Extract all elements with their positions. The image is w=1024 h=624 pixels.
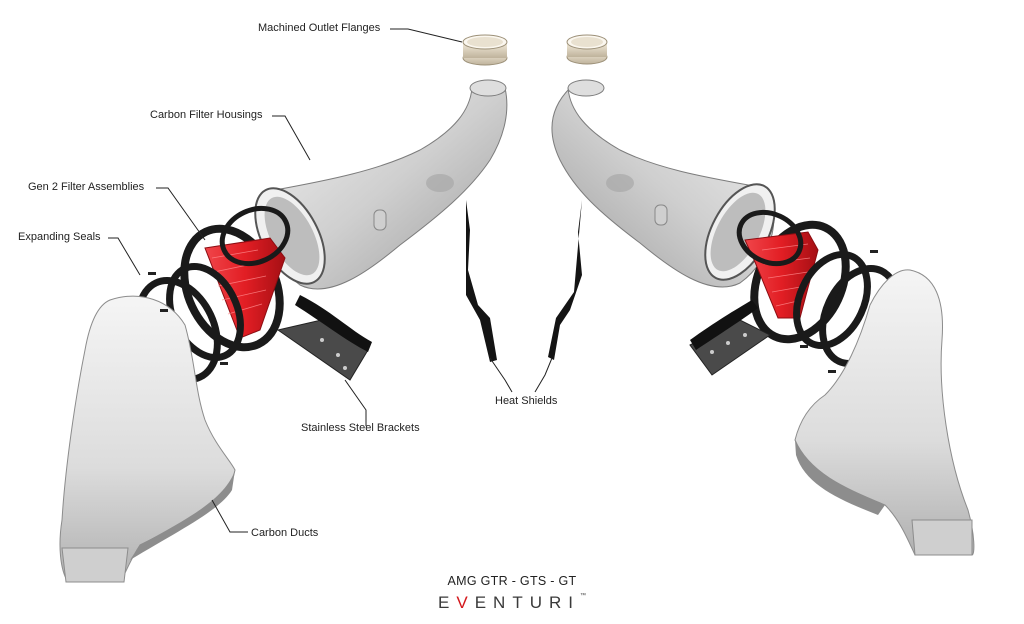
label-outlet-flanges: Machined Outlet Flanges (258, 22, 381, 34)
brand-v: V (456, 593, 475, 612)
expanding-seal-right-inner (793, 250, 871, 350)
label-filter-assemblies: Gen 2 Filter Assemblies (28, 181, 145, 193)
bracket-right (689, 300, 771, 376)
label-brackets: Stainless Steel Brackets (301, 422, 420, 434)
leader-lines (108, 28, 553, 533)
bracket-left (276, 295, 372, 381)
brand-logo: EVENTURI™ (0, 593, 1024, 613)
heat-shield-right (548, 200, 582, 360)
outlet-flange-left (462, 34, 508, 66)
carbon-duct-right (794, 269, 975, 556)
brand-tm: ™ (579, 593, 586, 599)
brand-pre: E (438, 593, 457, 612)
label-heat-shields: Heat Shields (495, 395, 558, 407)
label-expanding-seals: Expanding Seals (18, 231, 101, 243)
model-line: AMG GTR - GTS - GT (447, 574, 577, 588)
outlet-flange-right (566, 34, 608, 65)
heat-shield-left (466, 200, 497, 362)
label-ducts: Carbon Ducts (251, 527, 319, 539)
brand-post: ENTURI (474, 593, 580, 612)
fasteners (148, 250, 878, 373)
carbon-duct-left (59, 295, 236, 583)
filter-assembly-left (180, 205, 291, 352)
label-filter-housings: Carbon Filter Housings (150, 109, 263, 121)
